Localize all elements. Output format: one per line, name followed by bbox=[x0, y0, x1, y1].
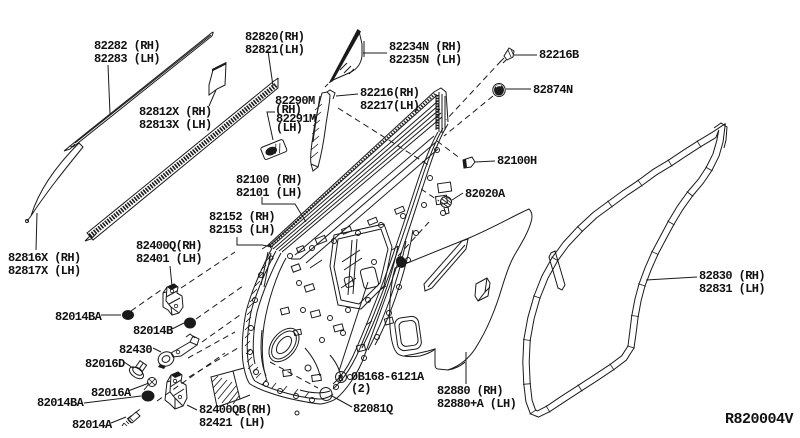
svg-text:82014B: 82014B bbox=[133, 324, 173, 338]
svg-text:82874N: 82874N bbox=[533, 83, 573, 97]
svg-text:82830 (RH): 82830 (RH) bbox=[699, 269, 765, 283]
svg-text:(2): (2) bbox=[351, 382, 371, 396]
svg-text:(RH): (RH) bbox=[275, 103, 301, 117]
svg-text:82016D: 82016D bbox=[85, 357, 125, 371]
svg-text:82813X (LH): 82813X (LH) bbox=[139, 118, 212, 132]
svg-text:82216(RH): 82216(RH) bbox=[360, 86, 419, 100]
svg-text:82014BA: 82014BA bbox=[55, 310, 103, 324]
svg-text:82217(LH): 82217(LH) bbox=[360, 99, 419, 113]
svg-text:82081Q: 82081Q bbox=[353, 402, 393, 416]
svg-text:B: B bbox=[338, 374, 344, 384]
svg-text:R820004V: R820004V bbox=[725, 411, 794, 428]
svg-text:82014BA: 82014BA bbox=[37, 396, 85, 410]
svg-text:82014A: 82014A bbox=[72, 418, 113, 432]
svg-text:82880+A (LH): 82880+A (LH) bbox=[437, 397, 516, 411]
svg-text:82400Q(RH): 82400Q(RH) bbox=[136, 239, 202, 253]
svg-text:82421 (LH): 82421 (LH) bbox=[199, 416, 265, 430]
svg-text:82821(LH): 82821(LH) bbox=[245, 43, 304, 57]
svg-text:82234N (RH): 82234N (RH) bbox=[389, 40, 462, 54]
svg-text:82282 (RH): 82282 (RH) bbox=[94, 39, 160, 53]
svg-text:82820(RH): 82820(RH) bbox=[245, 30, 304, 44]
svg-text:82152 (RH): 82152 (RH) bbox=[209, 210, 275, 224]
svg-text:82880 (RH): 82880 (RH) bbox=[437, 384, 503, 398]
svg-text:(LH): (LH) bbox=[276, 121, 302, 135]
svg-text:82153 (LH): 82153 (LH) bbox=[209, 223, 275, 237]
svg-text:82401 (LH): 82401 (LH) bbox=[136, 252, 202, 266]
svg-text:82817X (LH): 82817X (LH) bbox=[8, 264, 81, 278]
svg-text:82283 (LH): 82283 (LH) bbox=[94, 52, 160, 66]
svg-text:82216B: 82216B bbox=[539, 48, 579, 62]
svg-text:82816X (RH): 82816X (RH) bbox=[8, 251, 81, 265]
svg-text:82101 (LH): 82101 (LH) bbox=[236, 186, 302, 200]
svg-text:0B168-6121A: 0B168-6121A bbox=[351, 370, 425, 384]
svg-text:82290M: 82290M bbox=[275, 94, 315, 108]
svg-text:82291M: 82291M bbox=[276, 112, 316, 126]
svg-text:82430: 82430 bbox=[119, 343, 152, 357]
svg-text:82812X (RH): 82812X (RH) bbox=[139, 105, 212, 119]
svg-text:82100 (RH): 82100 (RH) bbox=[236, 173, 302, 187]
svg-text:82020A: 82020A bbox=[465, 187, 506, 201]
svg-text:82400QB(RH): 82400QB(RH) bbox=[199, 403, 272, 417]
svg-text:82100H: 82100H bbox=[497, 154, 537, 168]
svg-text:82016A: 82016A bbox=[91, 386, 132, 400]
svg-text:82831 (LH): 82831 (LH) bbox=[699, 282, 765, 296]
svg-text:82235N (LH): 82235N (LH) bbox=[389, 53, 462, 67]
